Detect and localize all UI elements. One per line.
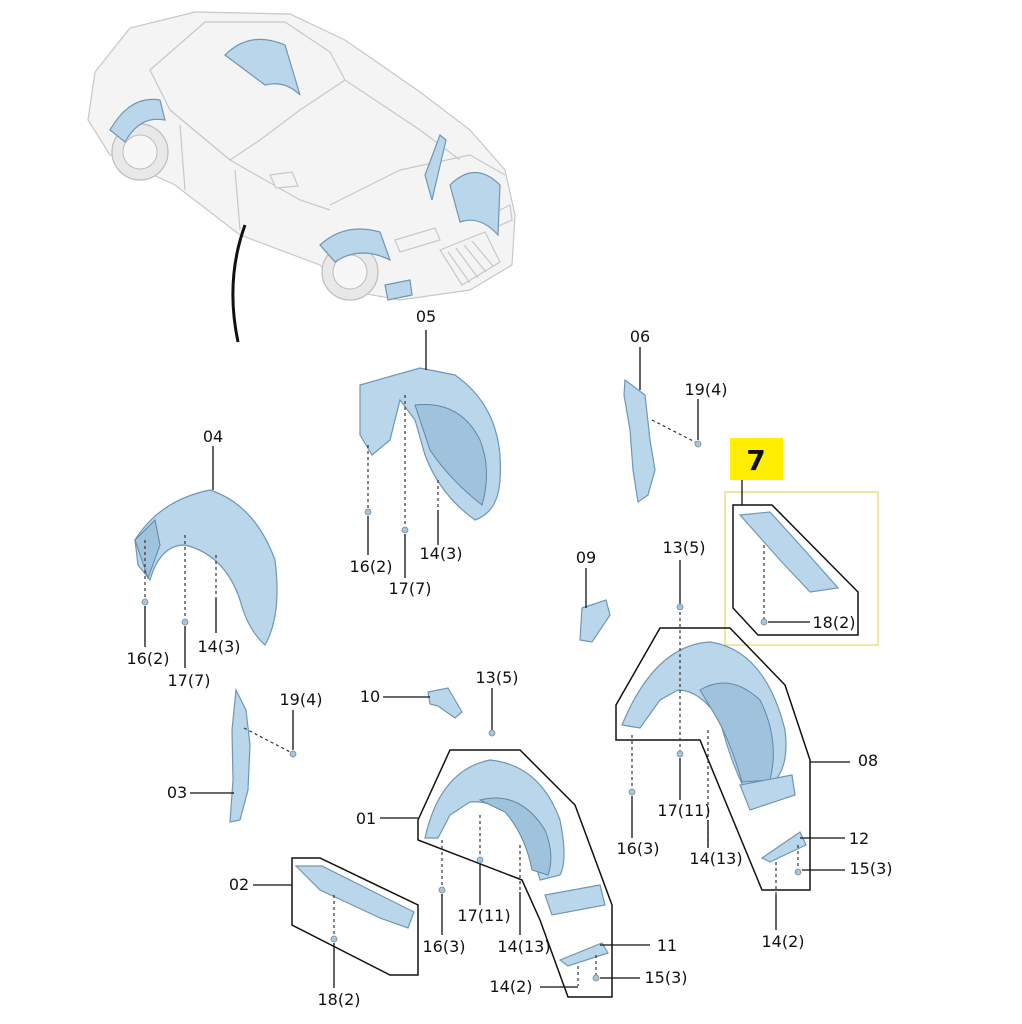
label-04-17: 17(7) <box>167 671 210 690</box>
label-7-18: 18(2) <box>812 613 855 632</box>
label-08-17: 17(11) <box>657 801 710 820</box>
label-part-06: 06 <box>630 327 650 346</box>
label-08-16: 16(3) <box>616 839 659 858</box>
label-part-08: 08 <box>858 751 878 770</box>
label-08-13: 13(5) <box>662 538 705 557</box>
part-09-clip <box>579 568 611 643</box>
label-part-03: 03 <box>167 783 187 802</box>
label-part-04: 04 <box>203 427 223 446</box>
label-04-16: 16(2) <box>126 649 169 668</box>
label-01-14a: 14(13) <box>497 937 550 956</box>
label-01-16: 16(3) <box>422 937 465 956</box>
label-08-14a: 14(13) <box>689 849 742 868</box>
part-03-bracket <box>190 687 297 823</box>
label-part-09: 09 <box>576 548 596 567</box>
label-part-05: 05 <box>416 307 436 326</box>
part-05-wheel-liner <box>359 330 502 578</box>
label-part-02: 02 <box>229 875 249 894</box>
label-05-17: 17(7) <box>388 579 431 598</box>
label-06-19: 19(4) <box>684 380 727 399</box>
label-05-16: 16(2) <box>349 557 392 576</box>
label-part-01: 01 <box>356 809 376 828</box>
part-10-clip <box>383 687 463 719</box>
label-part-10: 10 <box>360 687 380 706</box>
label-group: 05 04 06 09 10 03 01 02 08 12 11 16(2) 1… <box>126 307 892 1009</box>
label-03-19: 19(4) <box>279 690 322 709</box>
part-06-bracket <box>623 347 702 504</box>
callout-number: 7 <box>746 444 765 477</box>
label-01-15: 15(3) <box>644 968 687 987</box>
label-05-14: 14(3) <box>419 544 462 563</box>
part-08-wheel-liner-assembly <box>615 560 850 930</box>
label-01-14b: 14(2) <box>489 977 532 996</box>
part-01-wheel-liner-assembly <box>380 688 650 998</box>
label-02-18: 18(2) <box>317 990 360 1009</box>
part-7-seal-strip: 7 <box>724 438 879 646</box>
car-illustration <box>87 11 516 343</box>
part-02-seal-strip <box>253 857 419 988</box>
label-08-14b: 14(2) <box>761 932 804 951</box>
label-01-17: 17(11) <box>457 906 510 925</box>
label-part-12: 12 <box>849 829 869 848</box>
label-04-14: 14(3) <box>197 637 240 656</box>
label-part-11: 11 <box>657 936 677 955</box>
label-01-13: 13(5) <box>475 668 518 687</box>
label-08-15: 15(3) <box>849 859 892 878</box>
part-04-wheel-liner <box>134 446 278 668</box>
